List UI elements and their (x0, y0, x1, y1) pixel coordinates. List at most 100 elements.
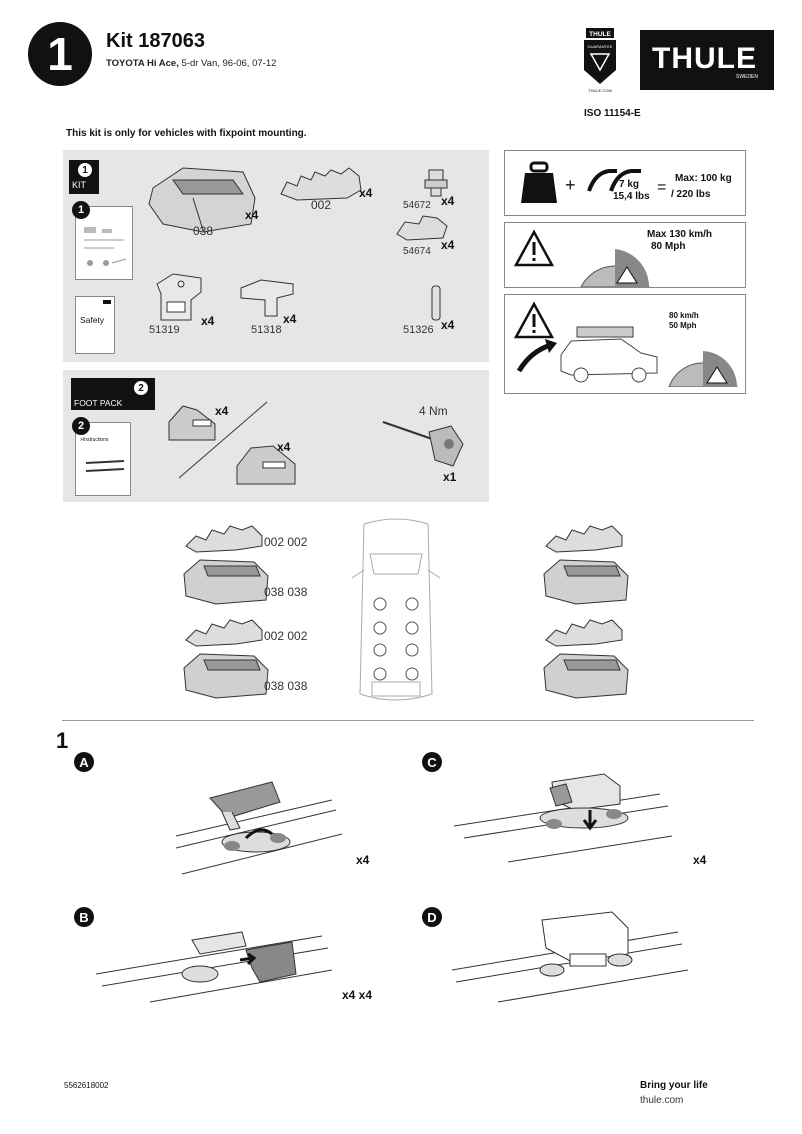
equals-icon: = (657, 179, 667, 196)
part-038-foot-sketch (148, 167, 256, 233)
tool-qty: x1 (443, 470, 457, 484)
car-top-view (351, 518, 441, 701)
part-51319-qty: x4 (201, 314, 215, 328)
plus-icon: + (565, 175, 576, 195)
kit-instruction-doc: 1 (72, 201, 133, 280)
part-54674-code: 54674 (403, 246, 431, 257)
document-code: 5562618002 (64, 1081, 109, 1090)
fixpoint-note: This kit is only for vehicles with fixpo… (66, 128, 307, 139)
vehicle-make: TOYOTA Hi Ace, (106, 58, 179, 69)
step-b-illustration (96, 931, 333, 1003)
bar-weight-lbs: 15,4 lbs (613, 191, 650, 202)
weight-warning-box: + 7 kg 15,4 lbs = Max: 100 kg / 220 lbs (504, 150, 746, 216)
foot-b-sketch (236, 445, 296, 485)
warning-triangle-icon (513, 301, 555, 339)
foot-pack-panel: 2 FOOT PACK 2 >Instructions x4 x4 4 Nm x… (63, 370, 489, 502)
vehicle-detail: 5-dr Van, 96-06, 07-12 (178, 58, 277, 69)
step-b-qty: x4 x4 (342, 988, 373, 1002)
part-038-qty: x4 (245, 208, 259, 222)
speed-max-kmh: Max 130 km/h (647, 229, 713, 240)
load-speed-mph: 50 Mph (669, 321, 697, 330)
vehicle-info: TOYOTA Hi Ace, 5-dr Van, 96-06, 07-12 (106, 58, 276, 69)
step-a-illustration (176, 781, 343, 875)
safety-doc: Safety (75, 296, 115, 354)
part-51318-code: 51318 (251, 324, 282, 336)
speedometer-icon (668, 351, 738, 387)
kit-panel: 1 KIT 1 Safety 038 x4 002 x4 54672 x4 54… (63, 150, 489, 362)
iso-standard: ISO 11154-E (584, 108, 641, 119)
instructions-label: >Instructions (80, 437, 109, 443)
step-c-badge: C (422, 752, 442, 772)
website-link[interactable]: thule.com (640, 1095, 684, 1106)
part-002-pad-sketch (280, 167, 362, 201)
part-54674-clamp-sketch (396, 215, 448, 241)
foot-assembly-rear-right (543, 619, 629, 699)
kit-header: KIT (72, 180, 87, 190)
brand-sub-text: SWEDEN (736, 74, 758, 80)
speed-warning-box: Max 130 km/h 80 Mph (504, 222, 746, 288)
part-54672-bolt-sketch (424, 169, 448, 197)
foot-pack-header-box: 2 FOOT PACK (71, 378, 155, 410)
doc-badge: 1 (72, 201, 90, 219)
part-002-qty: x4 (359, 186, 373, 200)
part-51326-qty: x4 (441, 318, 455, 332)
part-51318-bracket-sketch (240, 279, 294, 317)
part-002-code: 002 (311, 198, 332, 212)
car-load-sketch (516, 326, 658, 383)
part-51326-pin-sketch (431, 285, 441, 321)
safety-label: Safety (80, 315, 105, 325)
kit-title: Kit 187063 (106, 30, 205, 52)
warning-triangle-icon (513, 229, 555, 267)
section-divider (62, 720, 754, 721)
foot-a-sketch (168, 405, 216, 441)
badge-top-text: THULE (589, 31, 611, 38)
foot-assembly-front-left (183, 525, 269, 605)
step-b-badge: B (74, 907, 94, 927)
foot-a-qty: x4 (215, 404, 229, 418)
speedometer-icon (580, 249, 650, 287)
kit-badge: 1 (77, 162, 93, 178)
step-d-illustration (452, 911, 689, 1003)
foot-pack-header: FOOT PACK (74, 398, 123, 408)
max-load-lbs: / 220 lbs (671, 189, 711, 200)
foot-b-qty: x4 (277, 440, 291, 454)
roof-bar-icon (587, 169, 641, 192)
max-load-kg: Max: 100 kg (675, 173, 732, 184)
front-foot-codes: 038 038 (264, 585, 308, 599)
step-a-qty: x4 (356, 853, 370, 867)
step-c-illustration (454, 773, 673, 863)
step-1-heading: 1 (56, 728, 69, 753)
divider-line (178, 401, 268, 479)
part-038-code: 038 (193, 224, 214, 238)
step-c-qty: x4 (693, 853, 707, 867)
step-number-badge: 1 (28, 22, 92, 86)
weight-icon (521, 161, 557, 203)
foot-pack-instruction-doc: 2 >Instructions (72, 417, 131, 496)
part-51318-qty: x4 (283, 312, 297, 326)
load-speed-warning-box: 80 km/h 50 Mph (504, 294, 746, 394)
torque-tool-sketch (382, 421, 464, 467)
foot-doc-badge: 2 (72, 417, 90, 435)
step-a-badge: A (74, 752, 94, 772)
load-speed-kmh: 80 km/h (669, 311, 699, 320)
bar-weight-kg: 7 kg (619, 179, 640, 190)
step-d-badge: D (422, 907, 442, 927)
part-54672-code: 54672 (403, 200, 431, 211)
foot-assembly-front-right (543, 525, 629, 605)
guarantee-badge-logo: THULE GUARANTEE THULE.COM (584, 28, 616, 93)
badge-bottom-text: THULE.COM (588, 88, 612, 93)
part-51319-bracket-sketch (156, 273, 202, 321)
foot-assembly-rear-left (183, 619, 269, 699)
rear-pad-codes: 002 002 (264, 629, 308, 643)
brand-text: THULE (652, 42, 757, 75)
kit-header-box: 1 KIT (69, 160, 99, 194)
speed-max-mph: 80 Mph (651, 241, 686, 252)
front-pad-codes: 002 002 (264, 535, 308, 549)
part-54674-qty: x4 (441, 238, 455, 252)
part-54672-qty: x4 (441, 194, 455, 208)
part-51326-code: 51326 (403, 324, 434, 336)
doc-logo-mark (103, 300, 111, 304)
doc-sketch (84, 227, 127, 266)
tagline: Bring your life (640, 1080, 708, 1091)
thule-logo: THULE SWEDEN (640, 30, 774, 90)
